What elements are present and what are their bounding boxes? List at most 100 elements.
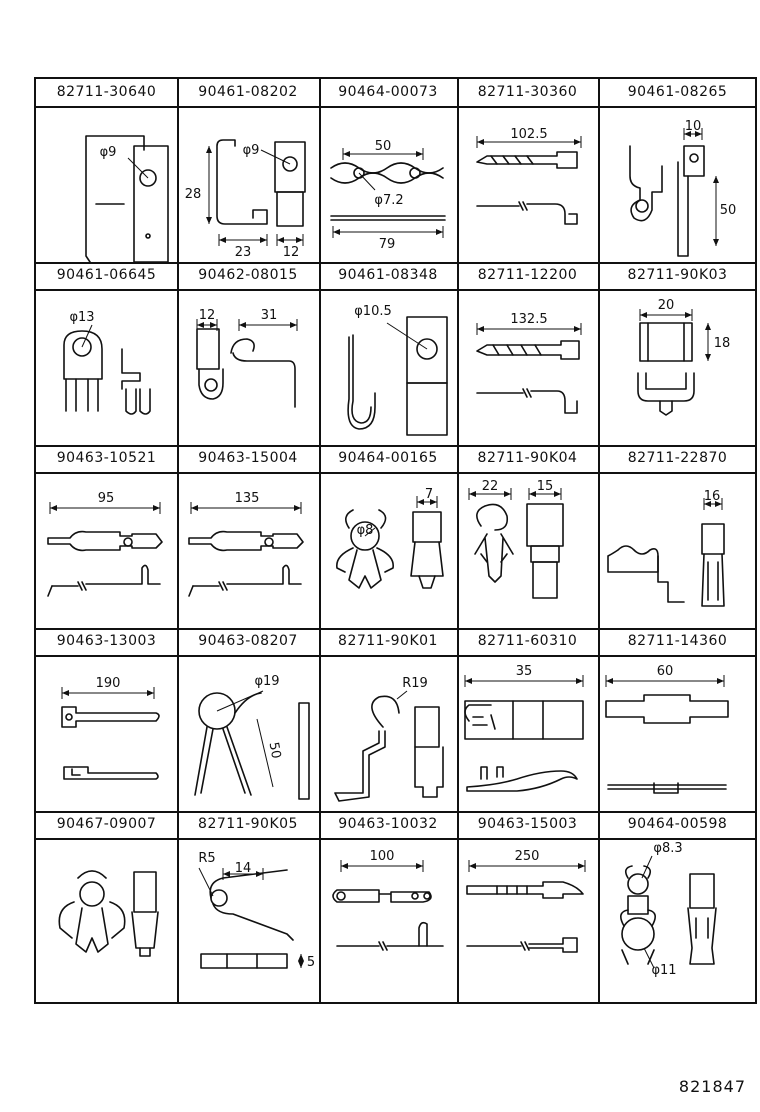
- part-number: 90463-15003: [477, 816, 578, 832]
- part-drawing: 132.5: [476, 312, 582, 414]
- part-body: [532, 561, 558, 599]
- part-drawing: 102.5: [476, 127, 582, 225]
- dimension-label: 50: [720, 203, 737, 218]
- dimension-label: R19: [402, 676, 428, 691]
- dimension-label: 18: [714, 336, 731, 351]
- part-outline: [47, 530, 163, 552]
- part-outline: [607, 545, 659, 573]
- part-number: 90461-08202: [198, 84, 298, 100]
- part-body: [414, 706, 440, 748]
- part-outline: [620, 909, 656, 927]
- header-divider: [36, 106, 755, 108]
- part-hole: [621, 917, 655, 951]
- part-outline: [418, 575, 436, 589]
- part-hole: [423, 892, 431, 900]
- dimension-label: 50: [375, 139, 392, 154]
- dimension-arrow: [197, 322, 217, 328]
- part-outline: [345, 509, 387, 529]
- part-outline: [647, 322, 685, 362]
- dimension-arrow: [277, 237, 303, 243]
- part-outline: [466, 770, 578, 792]
- part-hole: [689, 153, 699, 163]
- header-divider: [36, 838, 755, 840]
- header-divider: [36, 655, 755, 657]
- part-outline: [695, 917, 709, 939]
- part-hole: [123, 537, 133, 547]
- leader-line: [198, 867, 214, 897]
- part-number: 90464-00165: [338, 450, 438, 466]
- part-outline: [139, 947, 151, 957]
- part-outline: [75, 907, 109, 953]
- dimension-arrow: [529, 491, 561, 497]
- part-outline: [637, 372, 695, 402]
- part-outline: [63, 766, 159, 780]
- part-outline: [621, 949, 655, 965]
- part-body: [464, 700, 584, 740]
- dimension-label: 12: [283, 245, 300, 260]
- part-outline: [63, 330, 103, 380]
- dimension-label: φ13: [69, 310, 94, 325]
- part-number: 90464-00598: [627, 816, 728, 832]
- part-outline: [492, 344, 542, 356]
- part-number: 82711-22870: [627, 450, 728, 466]
- leader-line: [216, 690, 264, 712]
- part-outline: [371, 695, 400, 728]
- part-body: [406, 382, 448, 436]
- part-number: 90467-09007: [56, 816, 157, 832]
- part-outline: [701, 553, 725, 607]
- part-number: 82711-12200: [477, 267, 578, 283]
- part-outline: [330, 162, 444, 174]
- part-outline: [480, 553, 508, 563]
- grid-row-divider: [36, 445, 755, 447]
- part-outline: [378, 941, 388, 951]
- part-outline: [518, 201, 528, 211]
- part-body: [200, 953, 288, 969]
- part-number: 82711-90K04: [477, 450, 578, 466]
- part-outline: [707, 561, 719, 601]
- part-outline: [522, 388, 532, 398]
- dimension-label: φ9: [243, 143, 260, 158]
- dimension-label: R5: [198, 851, 215, 866]
- dimension-label: 23: [235, 245, 252, 260]
- dimension-label: φ8.3: [653, 841, 682, 856]
- leader-line: [260, 149, 291, 165]
- dimension-label: φ10.5: [354, 304, 392, 319]
- part-outline: [476, 151, 578, 169]
- grid-row-divider: [36, 262, 755, 264]
- dimension-line: [256, 718, 274, 788]
- dimension-arrow: [417, 499, 437, 505]
- part-outline: [476, 203, 578, 225]
- grid-row-divider: [36, 811, 755, 813]
- diagram-id: 821847: [678, 1077, 746, 1096]
- header-divider: [36, 472, 755, 474]
- grid-column-divider: [177, 79, 179, 1002]
- dimension-arrow: [704, 501, 722, 507]
- part-outline: [51, 564, 161, 587]
- leader-line: [643, 947, 655, 969]
- part-number: 82711-90K05: [198, 816, 298, 832]
- part-body: [683, 145, 705, 177]
- part-hole: [65, 713, 73, 721]
- part-outline: [414, 746, 444, 798]
- dimension-label: 12: [199, 308, 216, 323]
- dimension-label: φ19: [254, 674, 279, 689]
- dimension-arrow: [684, 131, 702, 137]
- part-outline: [347, 336, 376, 430]
- part-outline: [71, 768, 81, 776]
- header-divider: [36, 289, 755, 291]
- part-body: [133, 145, 169, 263]
- part-outline: [351, 334, 372, 424]
- dimension-label: 100: [370, 849, 395, 864]
